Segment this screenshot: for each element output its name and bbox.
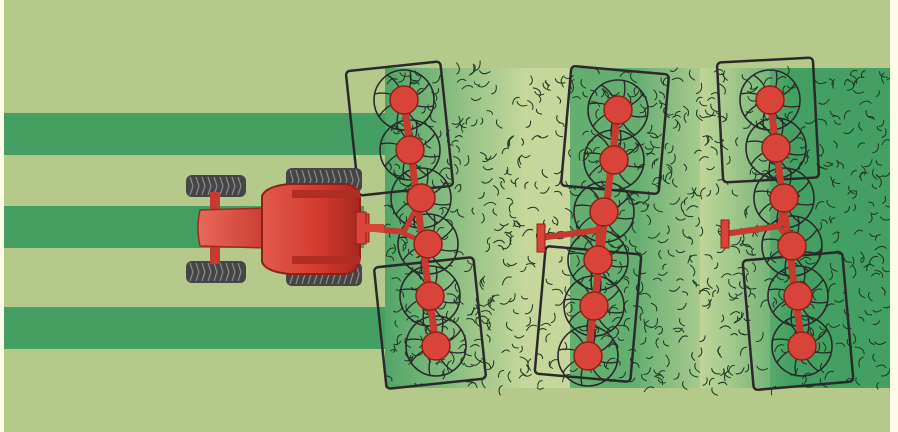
rotor-hub — [390, 86, 418, 114]
rotor-hub — [600, 146, 628, 174]
rotor-hub — [590, 198, 618, 226]
rotor-hub — [580, 292, 608, 320]
rotor-hub — [414, 230, 442, 258]
rotor-hub — [756, 86, 784, 114]
rotor-hub — [396, 136, 424, 164]
rotor-hub — [604, 96, 632, 124]
rotor-hub — [762, 134, 790, 162]
swath-row-3 — [4, 307, 404, 349]
rotor-hub — [778, 232, 806, 260]
front-tire-bottom — [186, 261, 246, 283]
left-border — [0, 0, 4, 432]
rotor-hub — [416, 282, 444, 310]
tractor-icon — [186, 168, 384, 286]
rotor-hub — [574, 342, 602, 370]
rotor-hub — [788, 332, 816, 360]
swath-row-1 — [4, 113, 394, 155]
right-border — [890, 0, 898, 432]
rotor-hub — [584, 246, 612, 274]
tedder-hitch-bracket — [537, 224, 545, 252]
rotor-hub — [422, 332, 450, 360]
rotor-hub — [770, 184, 798, 212]
pto-link — [364, 224, 384, 232]
fender-top — [292, 190, 360, 198]
rotor-hub — [407, 184, 435, 212]
tedder-hitch-bracket — [721, 220, 729, 248]
tractor-hood — [198, 208, 268, 248]
fender-bottom — [292, 256, 360, 264]
rotor-hub — [784, 282, 812, 310]
